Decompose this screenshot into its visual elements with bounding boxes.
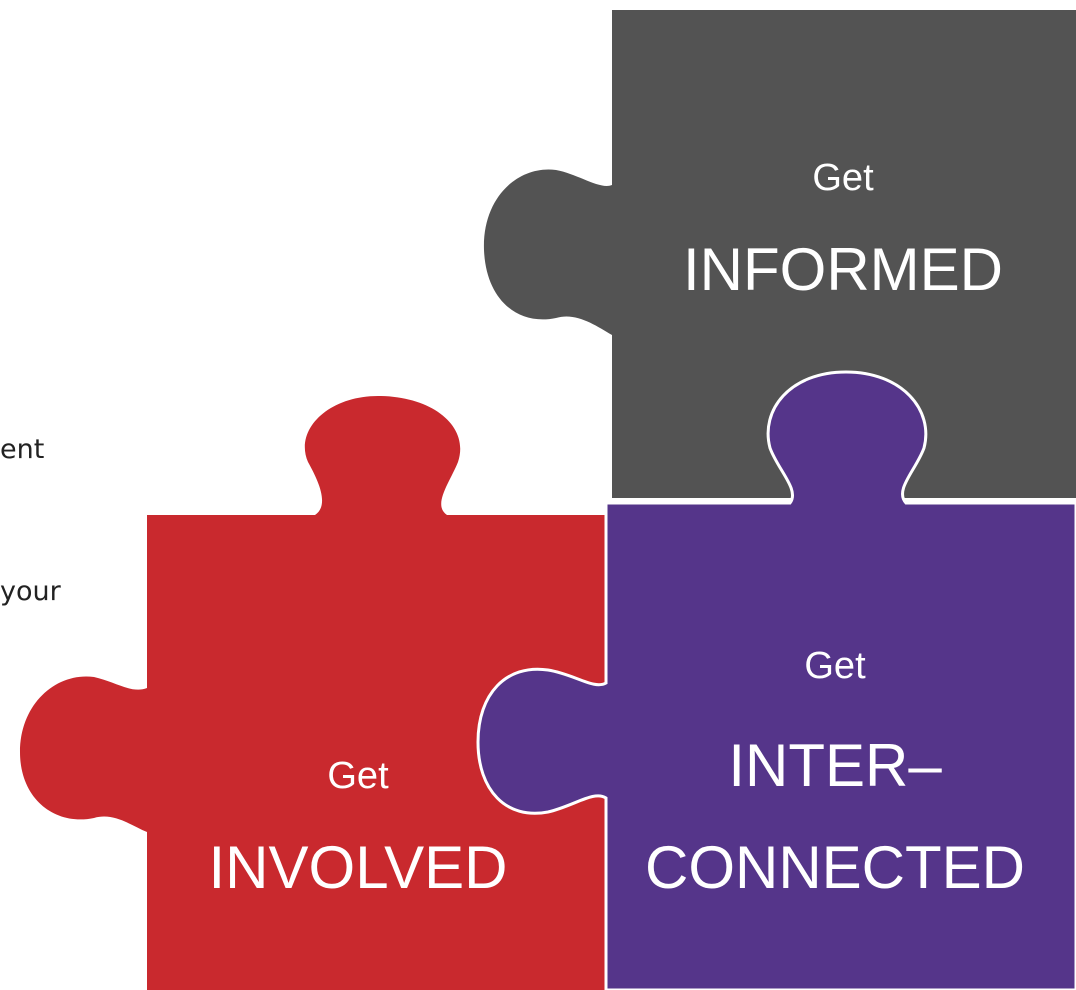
puzzle-piece-involved: Get INVOLVED [20, 396, 606, 990]
informed-get-label: Get [812, 157, 874, 199]
puzzle-piece-interconnected: Get INTER– CONNECTED [476, 370, 1076, 990]
puzzle-piece-informed: Get INFORMED [483, 10, 1076, 498]
interconnected-word-line-1: INTER– [728, 732, 942, 799]
partial-text-line-1: ent [0, 434, 45, 465]
puzzle-piece-interconnected-shape [476, 370, 1076, 990]
involved-word: INVOLVED [209, 834, 508, 901]
partial-text-line-2: your [0, 576, 61, 607]
puzzle-piece-involved-shape [20, 396, 606, 990]
involved-get-label: Get [327, 755, 389, 797]
interconnected-word-line-2: CONNECTED [645, 834, 1025, 901]
puzzle-piece-informed-shape [483, 10, 1076, 498]
informed-word: INFORMED [683, 236, 1003, 303]
interconnected-get-label: Get [804, 645, 866, 687]
